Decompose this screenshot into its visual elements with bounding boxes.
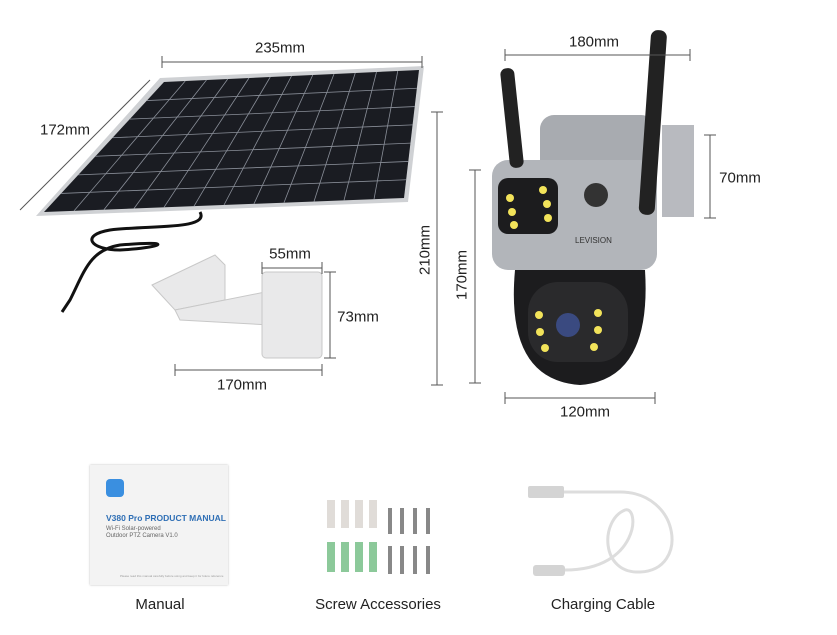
camera-mount-label: 70mm [719,169,761,187]
cell-gridline [129,106,415,120]
manual-subtitle-2: Outdoor PTZ Camera V1.0 [106,533,178,539]
mounting-bracket [151,254,323,359]
cell-gridline [78,161,409,176]
cell-gridline [103,79,207,210]
manual-booklet: V380 Pro PRODUCT MANUAL Wi-Fi Solar-powe… [90,465,228,585]
dimension-lines [19,49,716,404]
bracket-height-label: 73mm [337,308,379,326]
camera-total-height-label: 210mm [416,224,434,276]
cell-gridline [163,77,250,208]
cell-gridline [61,179,407,194]
camera-body-height-label: 170mm [453,249,471,301]
bracket-top-label: 55mm [269,245,311,263]
cell-gridline [313,72,356,202]
panel-width-label: 235mm [254,39,306,57]
camera-brand-logo: LEVISION [575,236,612,245]
caption-cable: Charging Cable [550,596,656,613]
bracket-length-label: 170mm [216,376,268,394]
screw-accessories [327,500,430,574]
cell-gridline [193,76,271,207]
solar-panel [36,66,424,216]
cell-gridline [343,71,377,201]
cell-gridline [373,70,399,200]
manual-title: V380 Pro PRODUCT MANUAL [106,513,226,523]
camera-base-label: 120mm [559,403,611,421]
cell-gridline [253,74,314,204]
app-logo-icon [106,479,124,497]
panel-height-label: 172mm [39,121,91,139]
cell-gridline [112,124,413,139]
camera: LEVISION [492,30,694,385]
cell-gridline [146,87,417,101]
cell-gridline [283,73,335,203]
panel-cable [60,211,203,313]
charging-cable [528,486,674,576]
caption-screws: Screw Accessories [315,596,441,613]
camera-top-label: 180mm [568,33,620,51]
cell-gridline [95,142,411,157]
cell-gridline [133,78,229,209]
cell-gridline [73,80,186,212]
caption-manual: Manual [135,596,185,613]
manual-subtitle-1: Wi-Fi Solar-powered [106,526,161,532]
manual-footer: Please read this manual carefully before… [120,574,224,578]
cell-gridline [223,75,292,206]
